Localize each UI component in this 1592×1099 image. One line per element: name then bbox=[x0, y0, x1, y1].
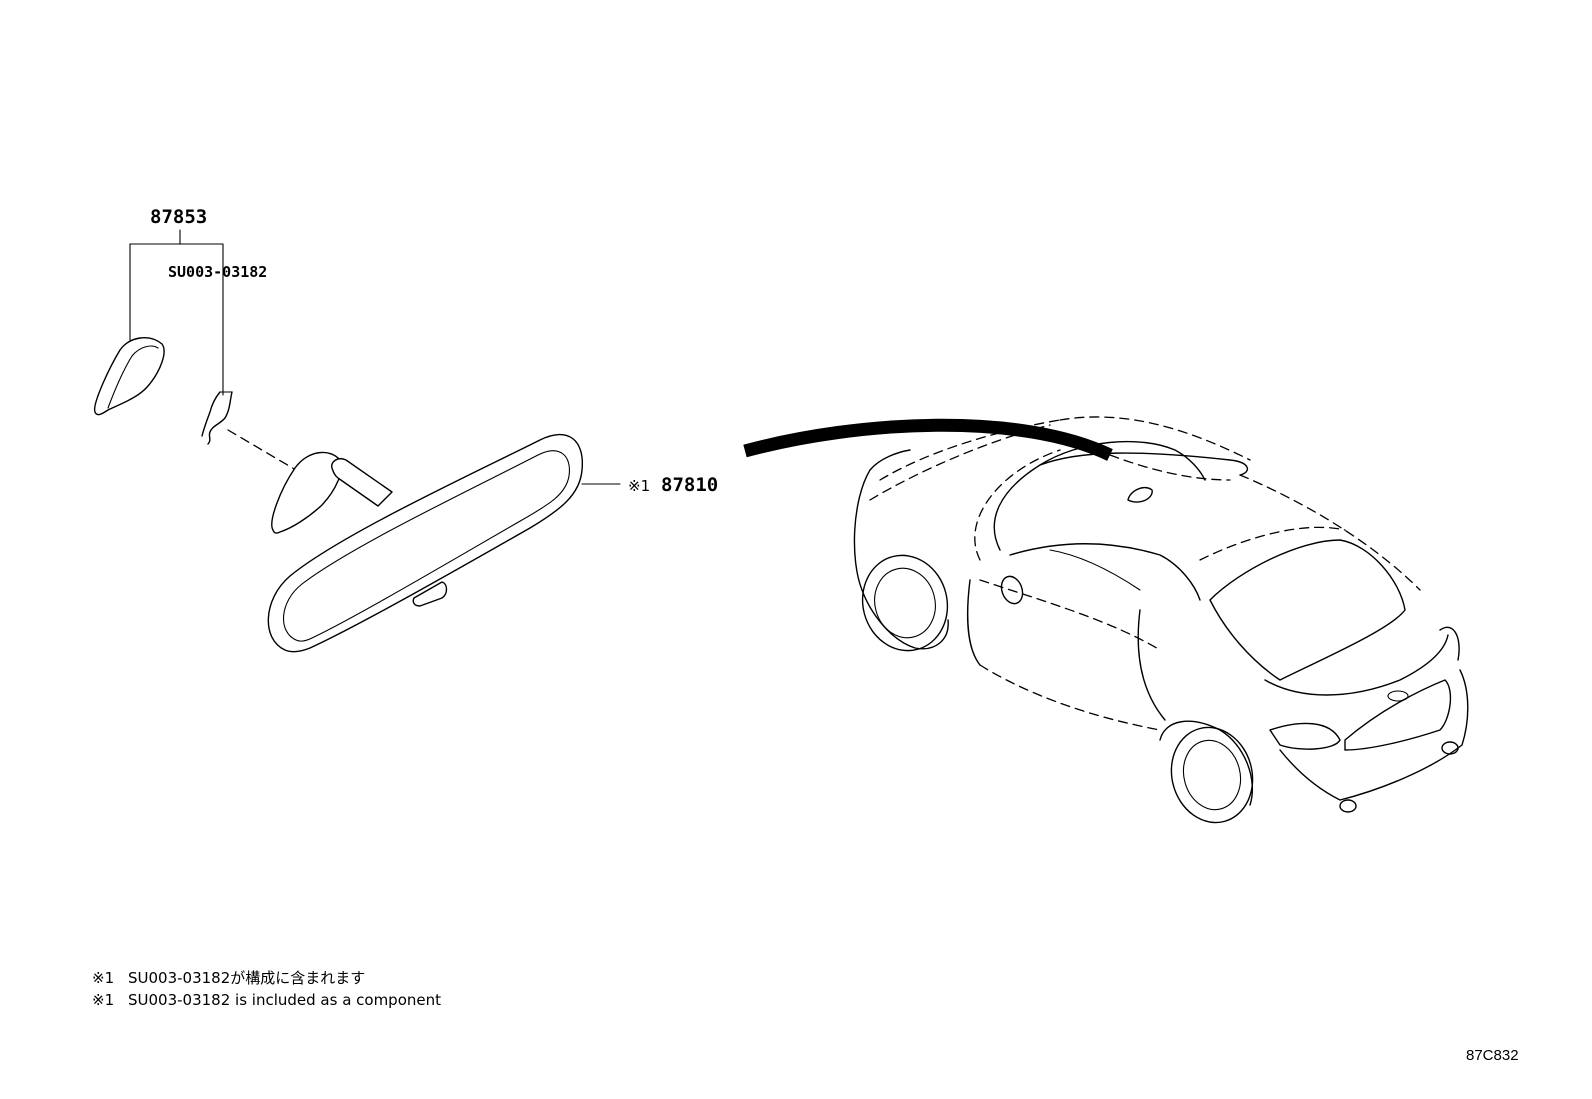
clip-dashed-leader bbox=[227, 429, 297, 471]
callout-su003-03182: SU003-03182 bbox=[168, 263, 267, 281]
clip-part bbox=[201, 391, 233, 445]
footnote-2: ※1 SU003-03182 is included as a componen… bbox=[92, 991, 441, 1009]
callout-87853: 87853 bbox=[150, 206, 207, 228]
diagram-code: 87C832 bbox=[1466, 1047, 1519, 1064]
rear-view-mirror bbox=[267, 433, 584, 653]
footnote-2-text: SU003-03182 is included as a component bbox=[128, 991, 441, 1009]
footnote-1-text: SU003-03182が構成に含まれます bbox=[128, 969, 365, 987]
callout-87810: 87810 bbox=[661, 474, 718, 496]
car-illustration bbox=[853, 416, 1469, 824]
footnote-1-mark: ※1 bbox=[92, 969, 114, 987]
location-indicator-arrow bbox=[743, 418, 1113, 461]
footnote-2-mark: ※1 bbox=[92, 991, 114, 1009]
footnote-1: ※1 SU003-03182が構成に含まれます bbox=[92, 969, 365, 987]
callout-87810-mark: ※1 bbox=[628, 477, 650, 495]
callout-87853-bracket bbox=[129, 229, 224, 396]
mirror-cover-part bbox=[93, 337, 165, 416]
